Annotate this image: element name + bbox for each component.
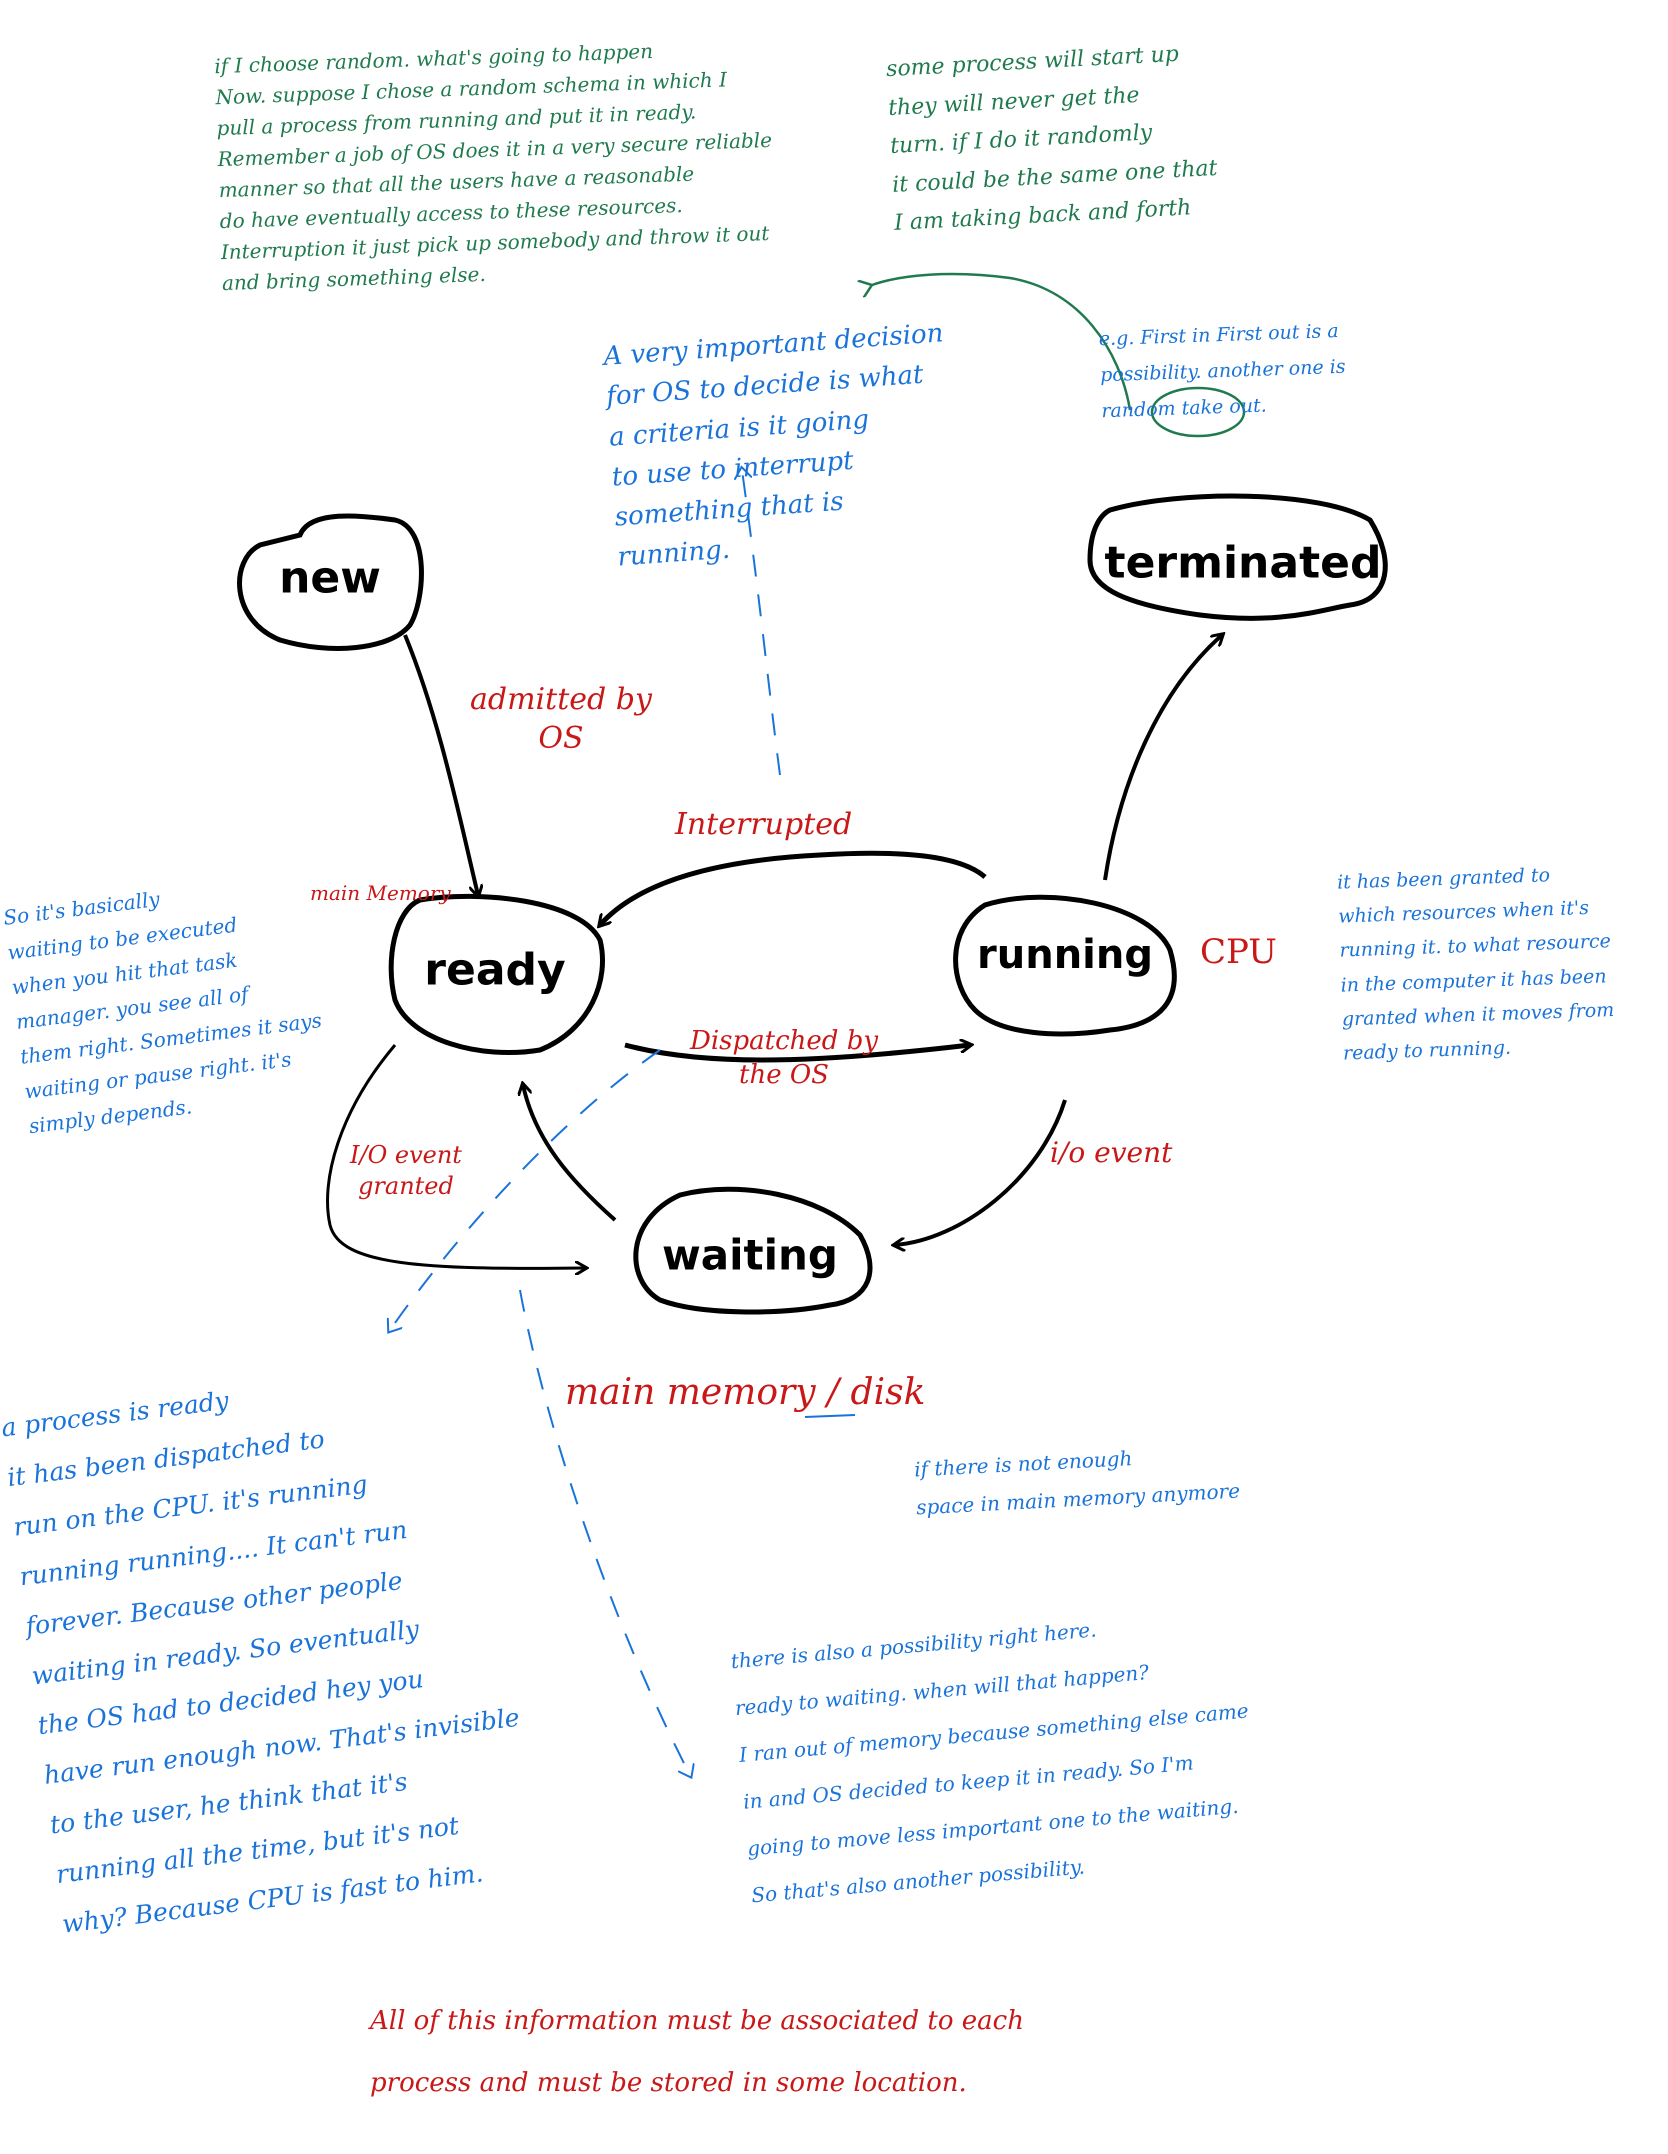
blue-dashed-pointer-left [390, 1049, 661, 1330]
edge-running-to-terminated [1103, 635, 1222, 881]
state-terminated-label: terminated [1104, 537, 1382, 589]
label-admitted-by-os: admitted by OS [470, 682, 652, 756]
edge-running-to-ready-interrupted [600, 850, 987, 925]
edge-waiting-to-ready-granted [523, 1085, 617, 1222]
label-main-memory-disk: main memory / disk [565, 1372, 926, 1413]
edge-ready-to-waiting [326, 1044, 585, 1268]
state-waiting-label: waiting [662, 1230, 838, 1280]
note-running-resources: it has been granted to which resources w… [1336, 864, 1615, 1065]
note-pcb-summary: All of this information must be associat… [370, 2006, 1024, 2099]
random-circle-highlight [1150, 386, 1246, 438]
edge-new-to-ready [403, 634, 478, 895]
state-running-shape [953, 894, 1177, 1037]
label-cpu: CPU [1200, 932, 1277, 972]
note-ready-explanation: So it's basically waiting to be executed… [1, 886, 324, 1139]
green-annotation-arrow [872, 272, 1132, 411]
label-dispatched-by-os: Dispatched by the OS [690, 1026, 879, 1090]
label-io-event-granted: I/O event granted [350, 1141, 462, 1201]
note-starvation: some process will start up they will nev… [885, 41, 1218, 236]
state-terminated-shape [1087, 493, 1388, 621]
state-new-label: new [279, 552, 381, 604]
note-important-decision: A very important decision for OS to deci… [602, 318, 945, 573]
state-waiting-shape [633, 1186, 873, 1315]
state-ready-shape [388, 893, 605, 1055]
note-ready-to-waiting: there is also a possibility right here. … [729, 1617, 1250, 1908]
state-running-label: running [977, 932, 1153, 978]
edge-running-to-waiting-io [895, 1099, 1067, 1245]
note-fifo-random: e.g. First in First out is a possibility… [1098, 319, 1346, 423]
note-random-scheduling: if I choose random. what's going to happ… [213, 38, 773, 296]
state-new-shape [237, 513, 424, 651]
note-process-ready-running: a process is ready it has been dispatche… [0, 1385, 522, 1939]
label-main-memory-ready: main Memory [310, 881, 451, 905]
blue-dashed-pointer-up [742, 470, 781, 776]
label-interrupted: Interrupted [675, 807, 853, 842]
label-io-event: i/o event [1050, 1136, 1173, 1169]
blue-dashed-pointer-down [519, 1289, 690, 1775]
disk-underline [804, 1414, 856, 1418]
state-ready-label: ready [424, 944, 566, 996]
